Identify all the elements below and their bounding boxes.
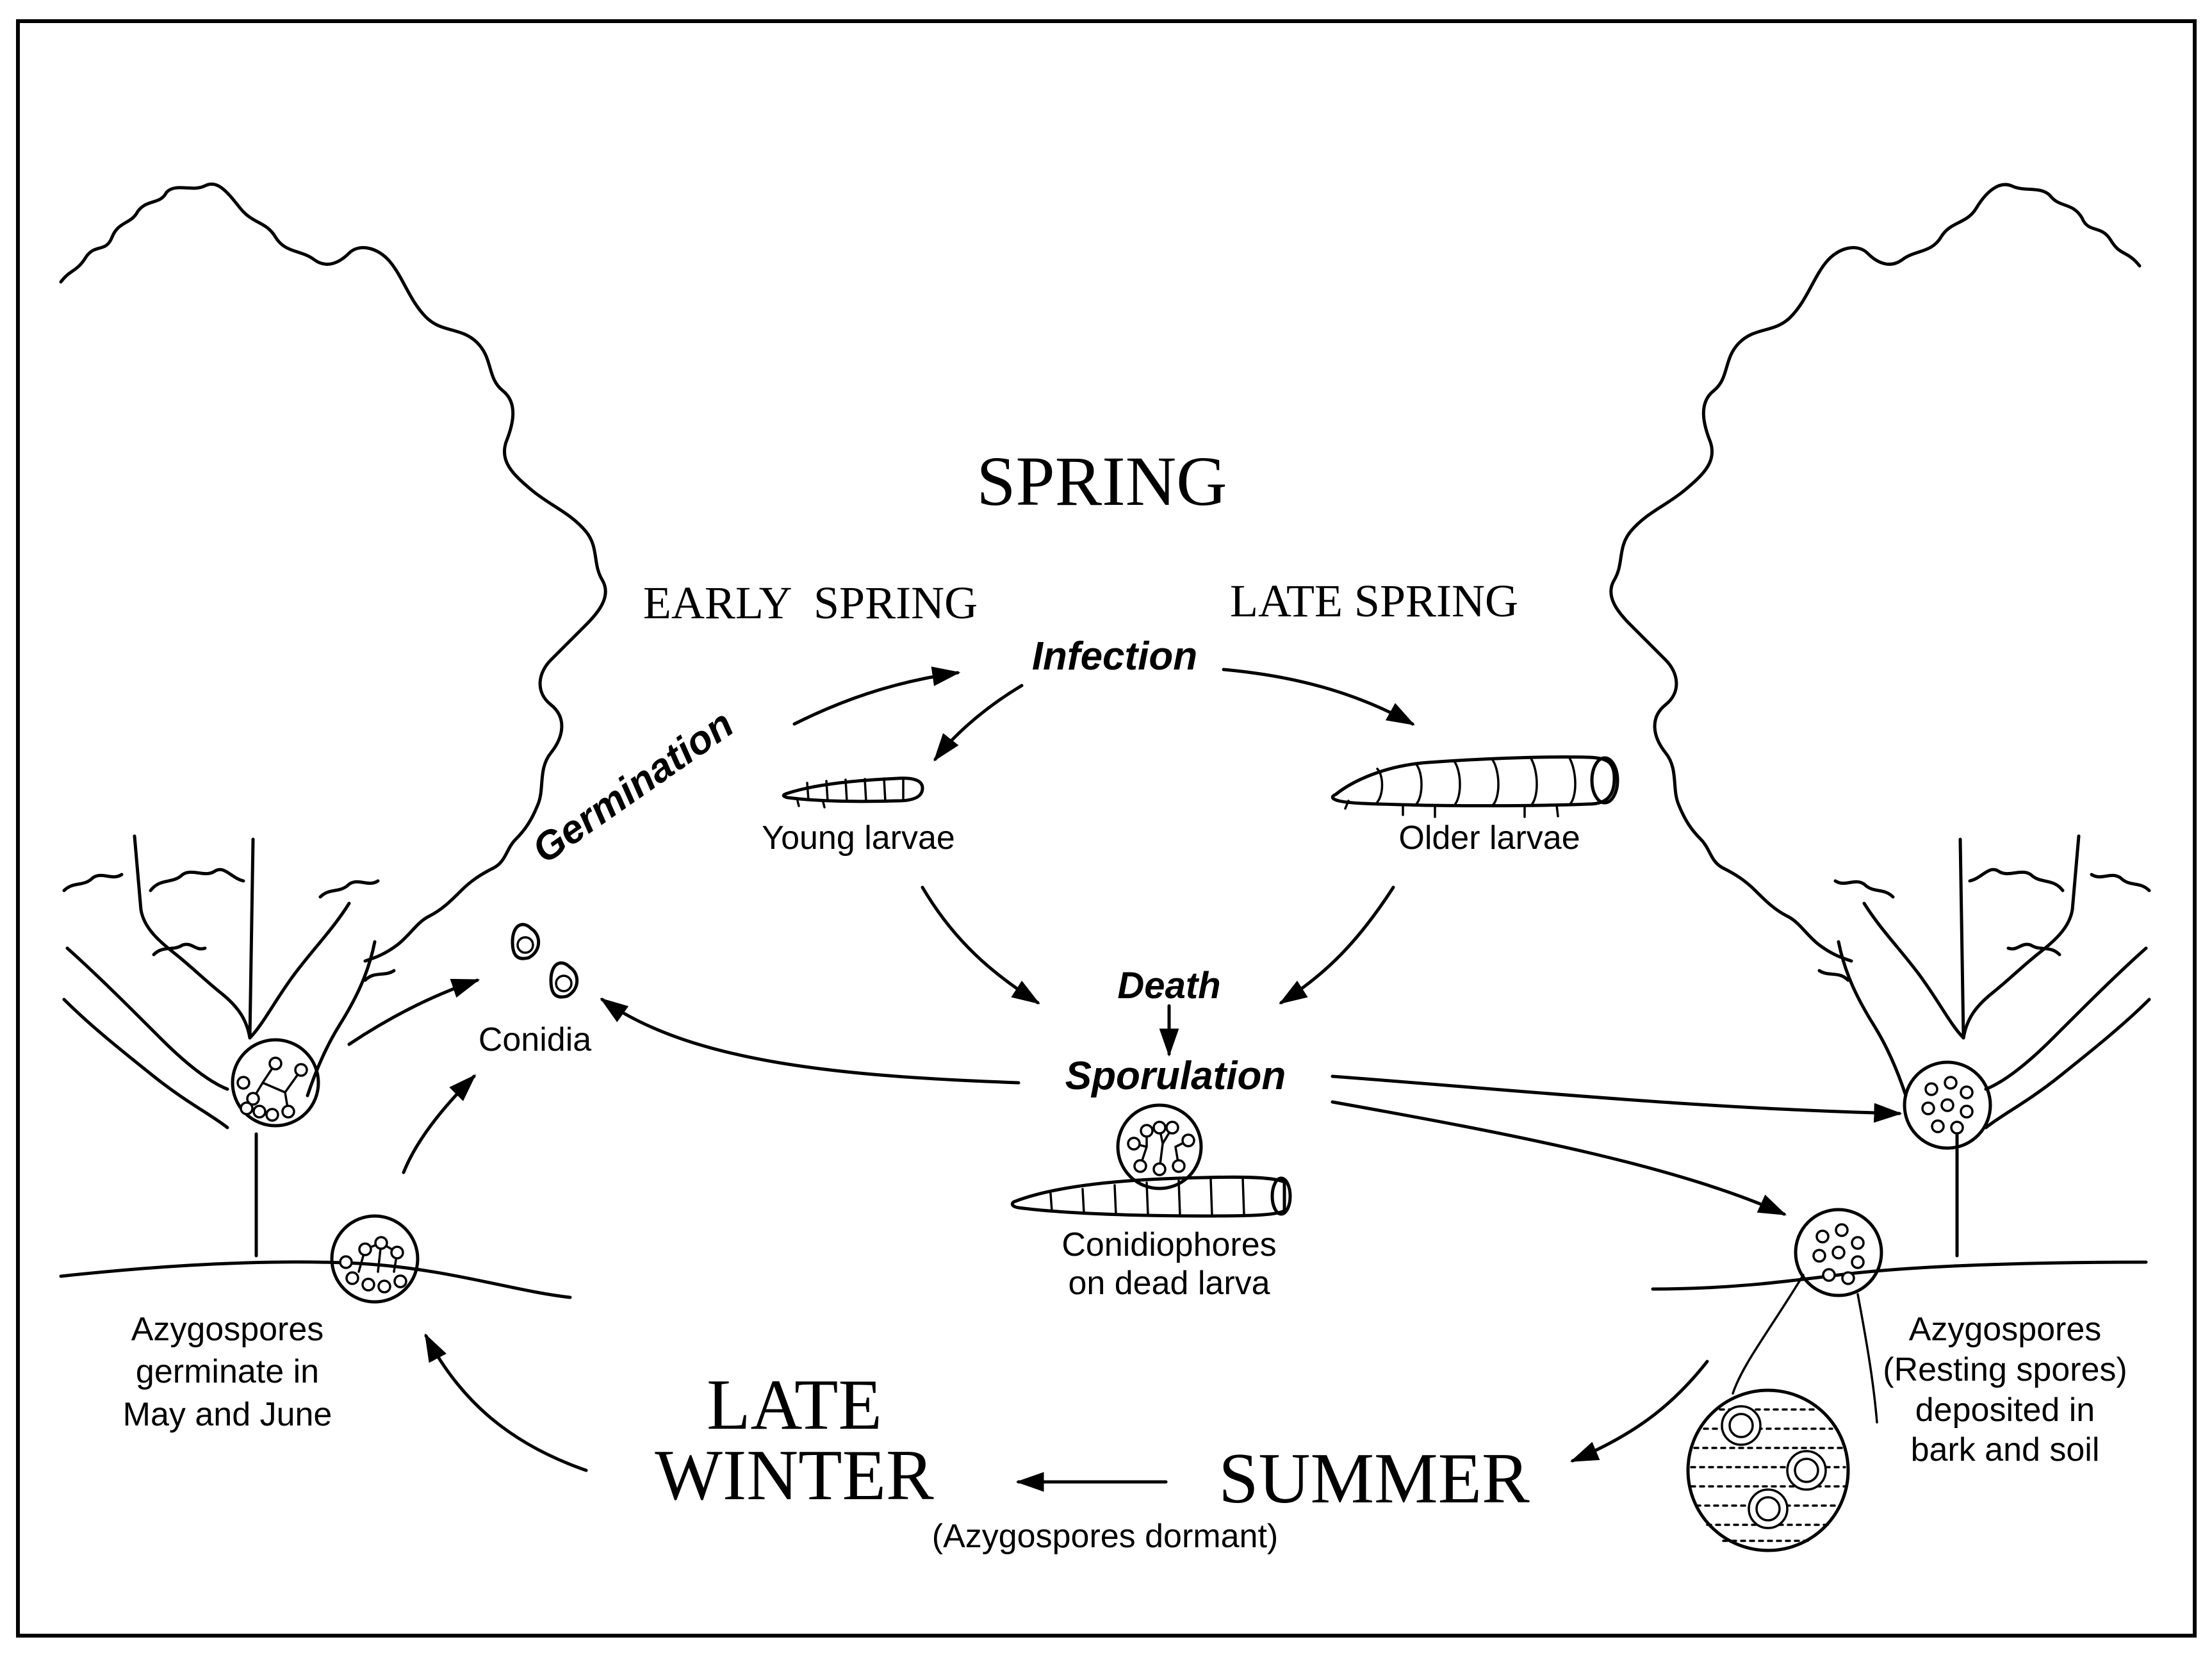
season-late-spring: LATE SPRING	[1230, 575, 1518, 627]
season-early-spring: EARLY SPRING	[643, 577, 978, 629]
arrow-infection-to-young-larvae	[933, 684, 1024, 762]
young-larva-icon	[782, 777, 924, 809]
arrow-sporulation-to-conidia	[600, 998, 1020, 1085]
label-azygospores-resting-line1: Azygospores	[1909, 1311, 2102, 1348]
arrow-sporulation-to-right-ground	[1331, 1100, 1787, 1216]
arrow-late-winter-to-germination	[424, 1333, 588, 1472]
label-conidia: Conidia	[479, 1021, 591, 1058]
event-germination: Germination	[525, 702, 742, 872]
left-ground-azygospore-circle	[330, 1214, 420, 1304]
arrow-left-trunk-to-conidia	[347, 978, 480, 1046]
magnification-lines	[1732, 1274, 1878, 1424]
arrow-older-larvae-to-death	[1279, 885, 1395, 1005]
right-ground-line	[1651, 1260, 2148, 1291]
diagram-frame	[16, 19, 2197, 1638]
label-azygospores-germinate-line2: germinate in	[136, 1353, 319, 1390]
label-conidiophores-line1: Conidiophores	[1061, 1226, 1276, 1263]
label-azygospores-resting-line3: deposited in	[1915, 1392, 2095, 1429]
event-sporulation: Sporulation	[1065, 1054, 1286, 1098]
label-azygospores-germinate-line3: May and June	[123, 1396, 332, 1433]
late-winter-note: (Azygospores dormant)	[932, 1518, 1278, 1555]
arrow-ground-to-summer	[1569, 1360, 1709, 1463]
arrow-sporulation-to-right-trunk	[1331, 1074, 1903, 1123]
right-ground-azygospore-circle	[1794, 1208, 1883, 1297]
season-summer: SUMMER	[1218, 1439, 1530, 1518]
season-late-winter-line2: WINTER	[655, 1436, 934, 1515]
event-infection: Infection	[1032, 634, 1197, 678]
arrow-left-ground-to-conidia	[402, 1074, 477, 1174]
arrow-young-larvae-to-death	[921, 885, 1040, 1005]
arrow-germination-to-infection	[792, 666, 961, 726]
resting-spores-magnified-circle	[1686, 1388, 1850, 1552]
dead-larva-icon	[1010, 1103, 1292, 1218]
older-larva-icon	[1331, 755, 1619, 818]
label-conidiophores-line2: on dead larva	[1068, 1265, 1270, 1302]
arrow-infection-to-older-larvae	[1222, 668, 1415, 726]
right-canopy-outline	[1609, 183, 2142, 963]
conidia-icon	[511, 923, 579, 999]
left-small-tree	[62, 834, 396, 1258]
label-azygospores-germinate-line1: Azygospores	[131, 1311, 324, 1348]
right-small-tree	[1817, 834, 2151, 1258]
left-trunk-azygospore-circle	[231, 1038, 320, 1128]
label-older-larvae: Older larvae	[1398, 819, 1580, 857]
left-ground-line	[59, 1260, 572, 1299]
season-spring: SPRING	[976, 442, 1227, 520]
right-trunk-azygospore-circle	[1903, 1060, 1992, 1150]
label-young-larvae: Young larvae	[762, 819, 955, 857]
event-death: Death	[1117, 965, 1220, 1007]
label-azygospores-resting-line4: bark and soil	[1911, 1431, 2100, 1468]
season-late-winter-line1: LATE	[707, 1365, 882, 1445]
left-canopy-outline	[59, 183, 607, 963]
label-azygospores-resting-line2: (Resting spores)	[1883, 1351, 2127, 1388]
